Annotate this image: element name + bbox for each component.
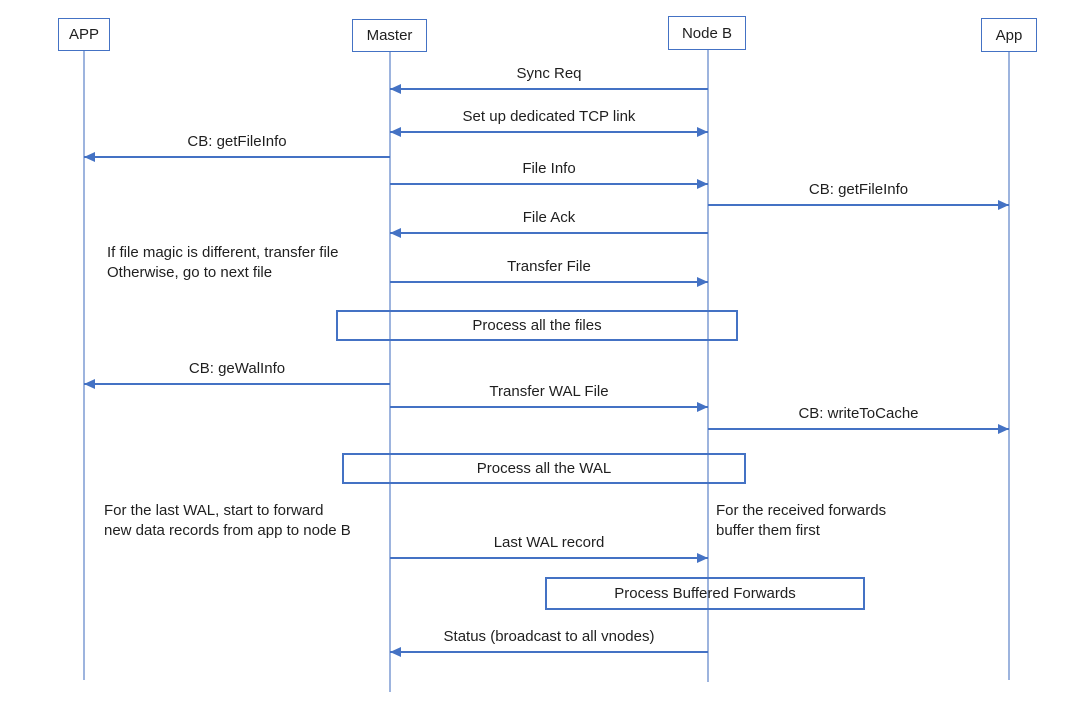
- process-box-files: Process all the files: [336, 310, 738, 341]
- message-line: [390, 183, 708, 185]
- message-line: [390, 88, 708, 90]
- message-line: [390, 651, 708, 653]
- lifeline-master: [389, 52, 391, 692]
- message-label: Transfer File: [507, 258, 591, 275]
- arrowhead-left-icon: [390, 647, 401, 657]
- message-label: File Info: [522, 160, 576, 177]
- message-label: Sync Req: [516, 65, 582, 82]
- message-line: [390, 131, 708, 133]
- arrowhead-left-icon: [84, 152, 95, 162]
- participant-label: Master: [366, 27, 413, 44]
- process-box-label: Process all the WAL: [476, 460, 612, 477]
- lifeline-app-lower: [1008, 52, 1010, 680]
- process-box-label: Process all the files: [472, 317, 602, 334]
- message-line: [390, 281, 708, 283]
- message-label: File Ack: [522, 209, 576, 226]
- message-line: [390, 557, 708, 559]
- annotation-last-wal-forward: For the last WAL, start to forward new d…: [104, 501, 351, 540]
- participant-box-master: Master: [352, 19, 427, 52]
- lifeline-node-b: [707, 50, 709, 682]
- participant-label: App: [995, 26, 1023, 44]
- arrowhead-left-icon: [390, 228, 401, 238]
- annotation-line: new data records from app to node B: [104, 521, 351, 539]
- annotation-line: For the last WAL, start to forward: [104, 502, 324, 519]
- annotation-line: Otherwise, go to next file: [107, 263, 273, 281]
- message-label: CB: getFileInfo: [808, 181, 909, 198]
- arrowhead-right-icon: [697, 553, 708, 563]
- annotation-line: For the received forwards: [716, 502, 887, 519]
- process-box-buffered-forwards: Process Buffered Forwards: [545, 577, 865, 610]
- annotation-buffer-forwards: For the received forwards buffer them fi…: [716, 501, 886, 540]
- process-box-wal: Process all the WAL: [342, 453, 746, 484]
- message-line: [708, 428, 1009, 430]
- arrowhead-left-icon: [84, 379, 95, 389]
- message-label: Transfer WAL File: [489, 383, 609, 400]
- participant-box-node-b: Node B: [668, 16, 746, 50]
- message-label: Status (broadcast to all vnodes): [443, 628, 655, 645]
- arrowhead-right-icon: [998, 200, 1009, 210]
- lifeline-app-upper: [83, 51, 85, 680]
- participant-box-app-upper: APP: [58, 18, 110, 51]
- message-line: [84, 383, 390, 385]
- participant-box-app-lower: App: [981, 18, 1037, 52]
- message-label: CB: geWalInfo: [188, 360, 286, 377]
- message-label: Last WAL record: [493, 534, 605, 551]
- message-label: CB: writeToCache: [798, 405, 919, 422]
- arrowhead-left-icon: [390, 84, 401, 94]
- arrowhead-right-icon: [697, 277, 708, 287]
- message-line: [390, 232, 708, 234]
- participant-label: Node B: [681, 24, 733, 42]
- message-label: Set up dedicated TCP link: [462, 108, 636, 125]
- participant-label: APP: [68, 26, 99, 43]
- arrowhead-right-icon: [697, 402, 708, 412]
- message-label: CB: getFileInfo: [187, 133, 287, 150]
- arrowhead-right-icon: [998, 424, 1009, 434]
- annotation-file-magic: If file magic is different, transfer fil…: [107, 243, 338, 282]
- message-line: [84, 156, 390, 158]
- message-line: [708, 204, 1009, 206]
- message-line: [390, 406, 708, 408]
- arrowhead-right-icon: [697, 179, 708, 189]
- annotation-line: buffer them first: [716, 521, 820, 539]
- annotation-line: If file magic is different, transfer fil…: [107, 244, 339, 261]
- process-box-label: Process Buffered Forwards: [614, 585, 796, 602]
- arrowhead-right-icon: [697, 127, 708, 137]
- arrowhead-left-icon: [390, 127, 401, 137]
